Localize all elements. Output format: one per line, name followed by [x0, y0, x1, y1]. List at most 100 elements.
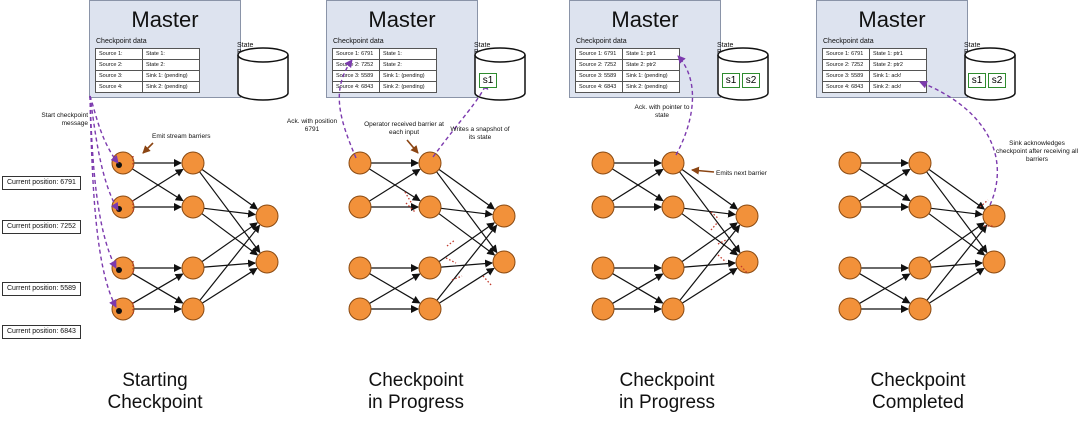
sink-ack-arrow: [919, 80, 998, 206]
caption-line: Checkpoint: [368, 370, 464, 391]
caption-line: Starting: [122, 370, 188, 391]
current-position-box: Current position: 7252: [2, 220, 81, 234]
cell: Sink 2: (pending): [622, 81, 680, 93]
operator-node: [418, 297, 442, 321]
cylinder-top: [237, 47, 289, 63]
operator-node: [348, 195, 372, 219]
operator-node: [591, 297, 615, 321]
master-title: Master: [611, 7, 679, 32]
edge-arrow: [438, 222, 495, 263]
edge-arrow: [612, 273, 664, 304]
backend-item-s1: s1: [479, 73, 497, 88]
caption-in-progress-2: Checkpoint in Progress: [572, 370, 762, 414]
operator-node: [591, 256, 615, 280]
operator-node: [181, 256, 205, 280]
cell: Sink 2: (pending): [142, 81, 200, 93]
cylinder-top: [717, 47, 769, 63]
backend-item-s1: s1: [722, 73, 740, 88]
edge-arrow: [201, 267, 258, 304]
barrier-marker: [482, 275, 493, 287]
edge-arrow: [928, 168, 986, 210]
checkpoint-data-label: Checkpoint data: [333, 38, 384, 45]
edge-arrow: [679, 171, 741, 254]
caption-line: Completed: [872, 392, 964, 413]
ack-position-arrow: [338, 59, 357, 159]
operator-node: [982, 250, 1006, 274]
operator-node: [838, 195, 862, 219]
current-position-box: Current position: 6843: [2, 325, 81, 339]
operator-node: [255, 250, 279, 274]
edge-arrow: [859, 273, 911, 304]
edge-arrow: [679, 224, 741, 301]
edge-arrow: [928, 213, 986, 256]
start-checkpoint-annotation: Start checkpoint message: [41, 112, 88, 127]
master-title: Master: [858, 7, 926, 32]
operator-edges: [131, 159, 988, 313]
barrier-marker: [979, 199, 989, 208]
current-position-box: Current position: 5589: [2, 282, 81, 296]
cylinder-top: [964, 47, 1016, 63]
edge-arrow: [681, 213, 739, 256]
caption-line: in Progress: [618, 392, 716, 413]
operator-node: [661, 195, 685, 219]
barrier-marker: [710, 221, 719, 231]
operator-node: [661, 297, 685, 321]
operator-node: [111, 256, 135, 280]
edge-arrow: [858, 168, 911, 202]
operator-node: [661, 256, 685, 280]
sink-ack-annotation: Sink acknowledges checkpoint after recei…: [996, 140, 1079, 163]
edge-arrow: [611, 168, 664, 202]
caption-starting: Starting Checkpoint: [60, 370, 250, 414]
caption-line: Checkpoint: [619, 370, 715, 391]
edge-arrow: [928, 222, 985, 263]
operator-received-arrow: [406, 139, 419, 154]
emit-barriers-annotation: Emit stream barriers: [152, 133, 211, 140]
barrier-dot: [116, 308, 122, 314]
master-title: Master: [131, 7, 199, 32]
operator-node: [735, 250, 759, 274]
ack-pointer-annotation: Ack. with pointer to state: [634, 104, 690, 119]
edge-arrow: [368, 168, 421, 202]
writes-snapshot-annotation: Writes a snapshot of its state: [450, 126, 510, 141]
edge-arrow: [928, 267, 985, 304]
caption-line: in Progress: [367, 392, 465, 413]
edge-arrow: [132, 273, 184, 304]
backend-item-s1: s1: [968, 73, 986, 88]
operator-node: [591, 151, 615, 175]
state-backend-cylinder: [964, 47, 1016, 101]
edge-arrow: [436, 224, 498, 301]
edge-arrow: [681, 222, 738, 263]
edge-arrow: [369, 273, 421, 304]
backend-item-s2: s2: [742, 73, 760, 88]
edge-arrow: [201, 168, 259, 210]
operator-node: [908, 256, 932, 280]
ack-position-annotation: Ack. with position 6791: [286, 118, 338, 133]
state-backend-cylinder: [237, 47, 289, 101]
edge-arrow: [930, 207, 984, 218]
operator-node: [348, 151, 372, 175]
edge-arrow: [438, 168, 496, 210]
barrier-marker: [717, 254, 727, 263]
operator-node: [492, 204, 516, 228]
start-checkpoint-arrow: [89, 95, 117, 308]
edge-arrow: [926, 171, 988, 254]
edge-arrow: [203, 259, 257, 268]
operator-node: [418, 256, 442, 280]
start-checkpoint-arrow: [89, 95, 117, 269]
operator-received-annotation: Operator received barrier at each input: [364, 121, 444, 136]
operator-node: [181, 195, 205, 219]
operator-node: [908, 195, 932, 219]
operator-node: [908, 297, 932, 321]
emits-next-annotation: Emits next barrier: [716, 170, 767, 177]
edge-arrow: [681, 168, 739, 210]
caption-line: Checkpoint: [107, 392, 203, 413]
operator-node: [982, 204, 1006, 228]
edge-arrow: [201, 213, 259, 256]
edge-arrow: [926, 224, 988, 301]
